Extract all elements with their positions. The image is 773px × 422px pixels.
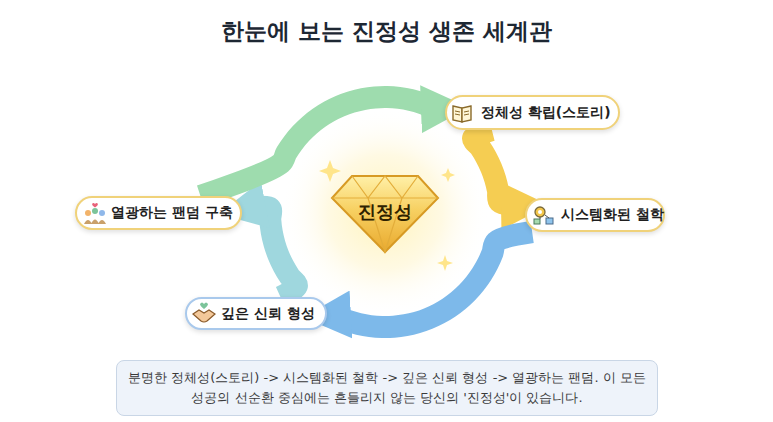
node-label: 열광하는 팬덤 구축: [111, 204, 233, 222]
stage-pill: 정체성 확립(스토리): [445, 95, 620, 130]
gem-body: [332, 176, 438, 252]
title-text: 한눈에 보는 진정성 생존 세계관: [0, 16, 773, 47]
gem-facets: [332, 176, 438, 252]
stage-pill: 시스템화된 철학: [525, 198, 665, 232]
sparkles: [319, 160, 455, 271]
cycle-arrow: [242, 207, 297, 297]
diagram-title: 한눈에 보는 진정성 생존 세계관: [0, 16, 773, 47]
node-label: 시스템화된 철학: [561, 206, 664, 224]
core-gem: 진정성: [330, 174, 440, 254]
node-label: 깊은 신뢰 형성: [221, 305, 315, 323]
glow-circle: [281, 108, 489, 316]
handshake-icon: [193, 303, 215, 323]
caption-text: 분명한 정체성(스토리) -> 시스템화된 철학 -> 깊은 신뢰 형성 -> …: [127, 368, 647, 408]
book-icon: [453, 106, 471, 122]
system-icon: [534, 207, 553, 224]
fans-icon: [84, 203, 106, 224]
stage-pill: 열광하는 팬덤 구축: [75, 196, 242, 230]
caption-panel: 분명한 정체성(스토리) -> 시스템화된 철학 -> 깊은 신뢰 형성 -> …: [116, 360, 658, 416]
cycle-arrow: [473, 130, 525, 205]
stage-pill: 깊은 신뢰 형성: [185, 297, 327, 330]
node-label: 정체성 확립(스토리): [481, 104, 611, 122]
node-label: 진정성: [358, 200, 412, 224]
cycle-arrow: [327, 232, 532, 327]
